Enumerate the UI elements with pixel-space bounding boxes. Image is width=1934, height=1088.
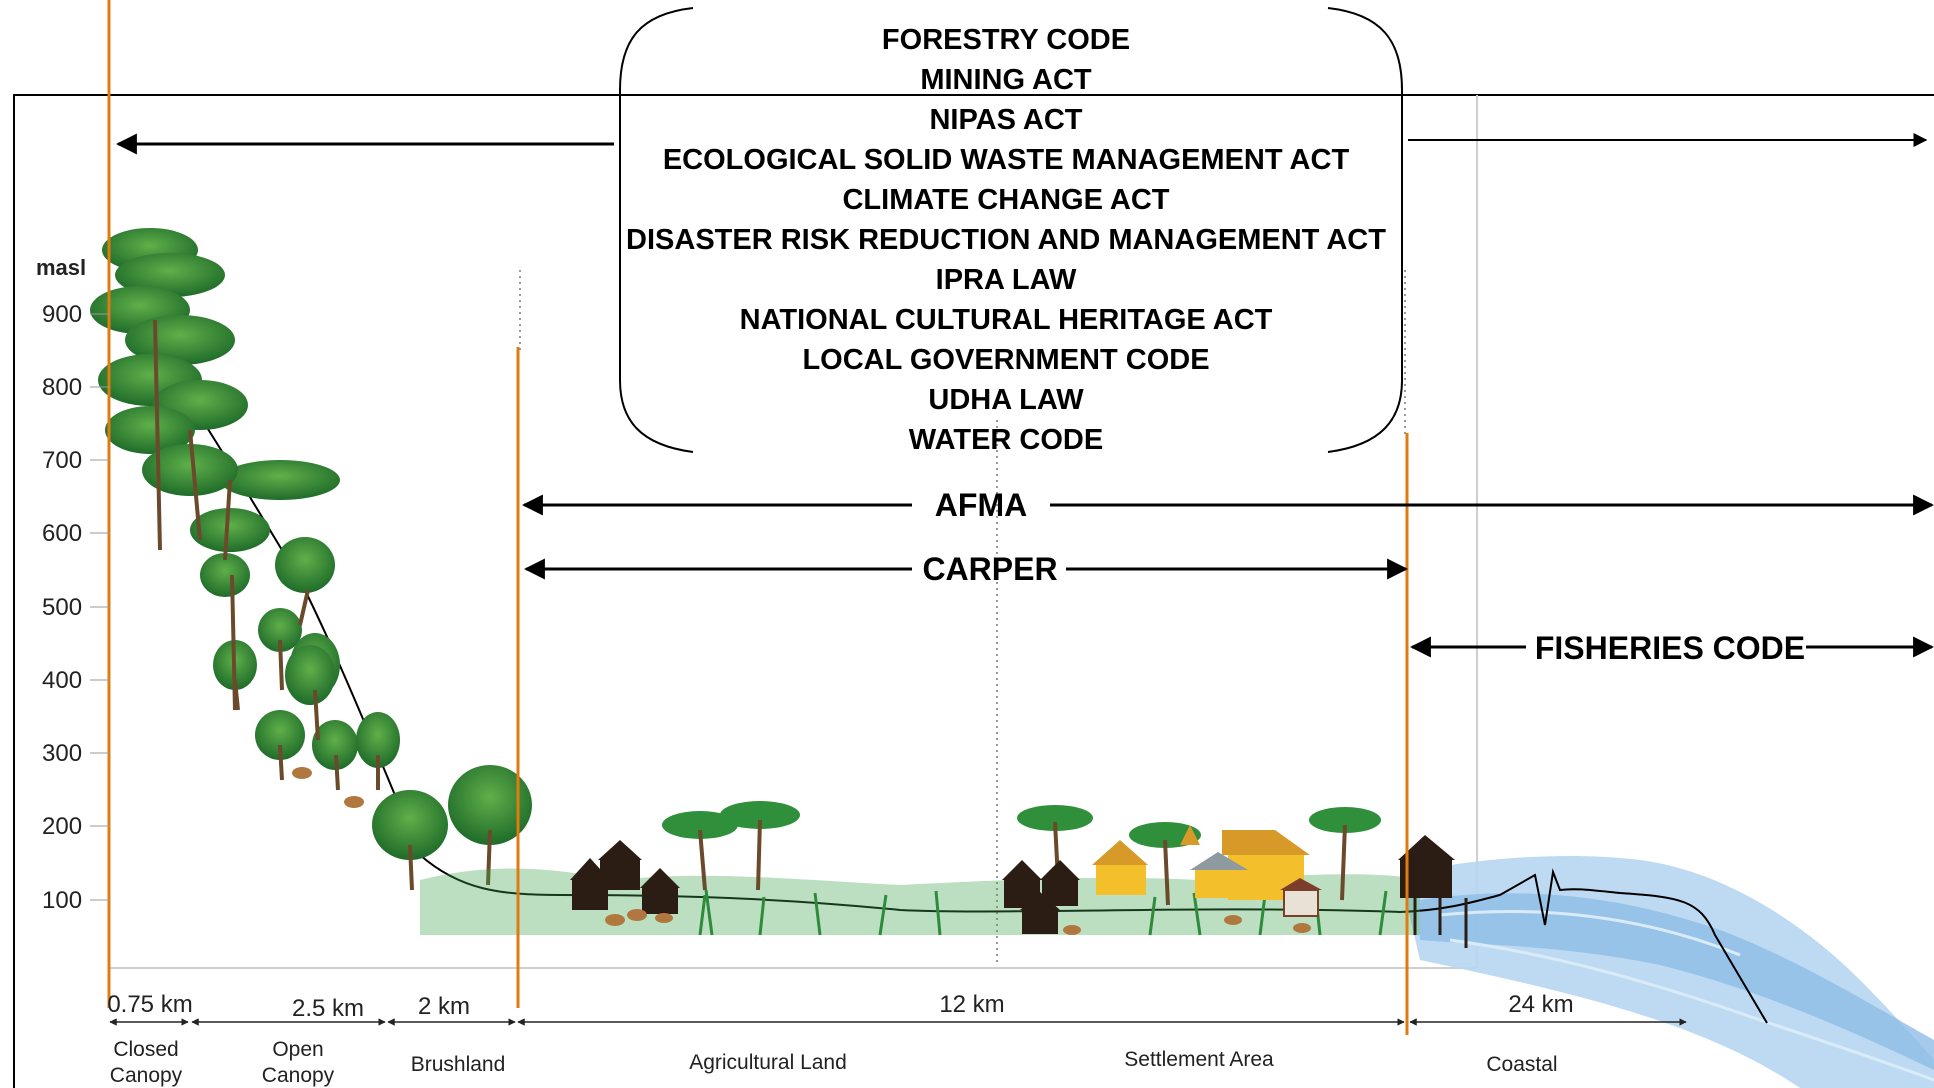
tick-200: 200 — [42, 813, 82, 840]
settlement-buildings — [570, 825, 1468, 948]
zone-agricultural-land: Agricultural Land — [689, 1051, 847, 1074]
laws-list: FORESTRY CODE MINING ACT NIPAS ACT ECOLO… — [626, 24, 1386, 456]
distance-brushland: 2 km — [418, 993, 470, 1020]
zone-brushland: Brushland — [411, 1053, 506, 1076]
law-forestry-code: FORESTRY CODE — [882, 24, 1130, 56]
distance-closed-canopy: 0.75 km — [107, 991, 192, 1018]
law-nipas-act: NIPAS ACT — [929, 104, 1082, 136]
laws-bracket — [619, 7, 1403, 453]
tick-600: 600 — [42, 520, 82, 547]
zone-open-canopy-line2: Canopy — [262, 1064, 335, 1087]
law-drrm-act: DISASTER RISK REDUCTION AND MANAGEMENT A… — [626, 224, 1386, 256]
coastal-water — [1400, 855, 1934, 1088]
zone-settlement-area: Settlement Area — [1124, 1048, 1274, 1071]
law-solid-waste-act: ECOLOGICAL SOLID WASTE MANAGEMENT ACT — [663, 144, 1350, 176]
law-udha-law: UDHA LAW — [928, 384, 1084, 416]
tick-700: 700 — [42, 447, 82, 474]
diagram-frame — [13, 94, 1934, 1088]
distance-open-canopy: 2.5 km — [292, 995, 364, 1022]
tick-400: 400 — [42, 667, 82, 694]
distance-coastal: 24 km — [1508, 991, 1573, 1018]
law-climate-change-act: CLIMATE CHANGE ACT — [842, 184, 1169, 216]
axis-unit-label: masl — [36, 255, 86, 280]
zone-closed-canopy-line1: Closed — [113, 1038, 178, 1061]
tick-800: 800 — [42, 374, 82, 401]
law-local-government-code: LOCAL GOVERNMENT CODE — [802, 344, 1209, 376]
zone-labels: Closed Canopy Open Canopy Brushland Agri… — [110, 1038, 1558, 1087]
law-ipra-law: IPRA LAW — [936, 264, 1077, 296]
zone-open-canopy-line1: Open — [272, 1038, 323, 1061]
law-mining-act: MINING ACT — [920, 64, 1092, 96]
afma-label: AFMA — [935, 487, 1027, 523]
carper-label: CARPER — [922, 551, 1057, 587]
terrain-profile — [114, 289, 1768, 1024]
tick-500: 500 — [42, 594, 82, 621]
law-water-code: WATER CODE — [909, 424, 1103, 456]
law-cultural-heritage-act: NATIONAL CULTURAL HERITAGE ACT — [740, 304, 1273, 336]
forest-trees — [90, 228, 532, 891]
distance-scale: 0.75 km 2.5 km 2 km 12 km 24 km — [107, 991, 1687, 1026]
livestock — [292, 767, 1311, 935]
distance-mid: 12 km — [939, 991, 1004, 1018]
zone-closed-canopy-line2: Canopy — [110, 1064, 183, 1087]
tick-900: 900 — [42, 301, 82, 328]
fisheries-label: FISHERIES CODE — [1535, 630, 1805, 666]
tick-100: 100 — [42, 887, 82, 914]
elevation-axis: masl 900 800 700 600 500 400 300 200 100 — [36, 255, 110, 914]
zone-coastal: Coastal — [1486, 1053, 1557, 1076]
tick-300: 300 — [42, 740, 82, 767]
